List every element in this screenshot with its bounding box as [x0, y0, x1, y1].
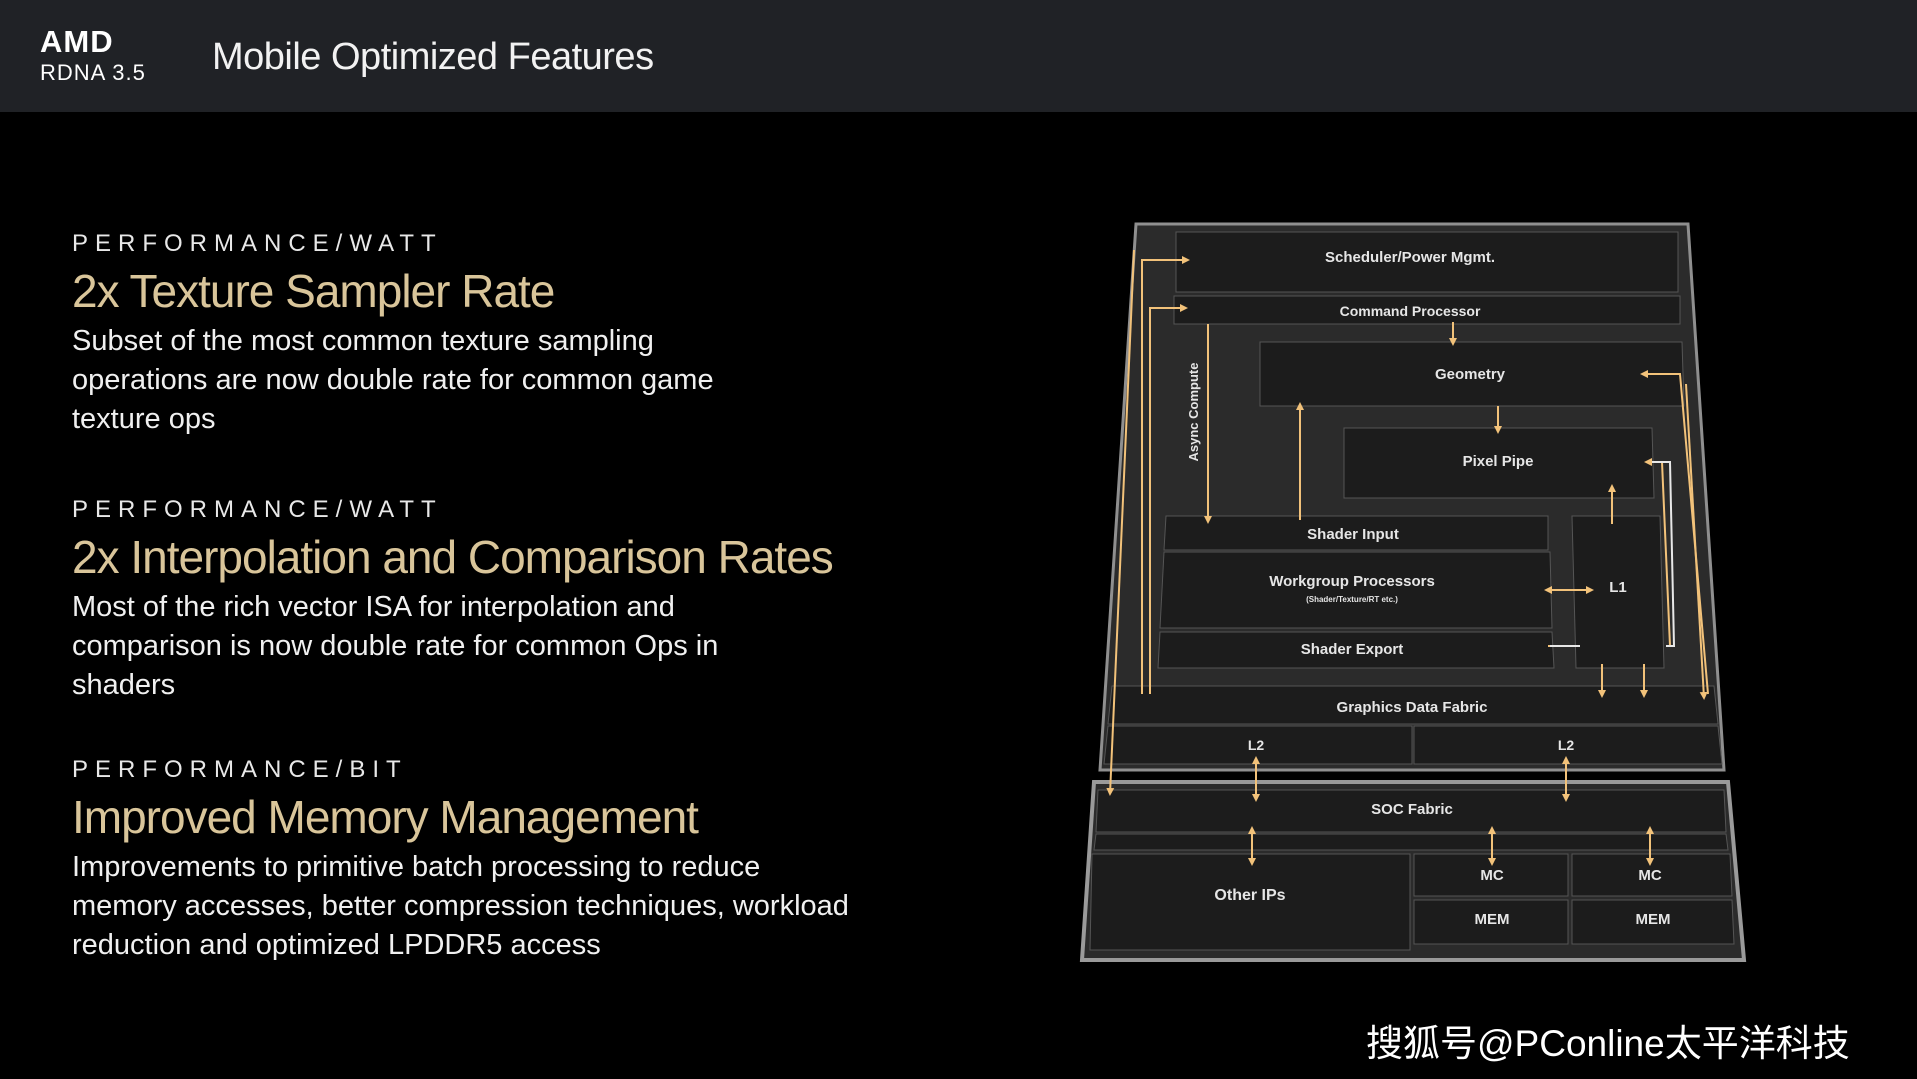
geometry-block: [1259, 341, 1685, 407]
feature-headline: Improved Memory Management: [72, 791, 699, 843]
geometry-label: Geometry: [1435, 366, 1506, 383]
logo-brand: AMD: [40, 24, 114, 59]
shader-export-block: [1157, 631, 1555, 669]
shader-input-label: Shader Input: [1307, 526, 1399, 543]
watermark: 搜狐号@PConline太平洋科技: [1366, 1023, 1850, 1064]
feature-texture-sampler: PERFORMANCE/WATT 2x Texture Sampler Rate…: [72, 230, 892, 439]
feature-description: Improvements to primitive batch processi…: [72, 851, 849, 961]
feature-headline: 2x Interpolation and Comparison Rates: [72, 531, 834, 583]
mem-right-block: [1571, 899, 1735, 945]
mc-right-label: MC: [1638, 867, 1661, 884]
mc-left-label: MC: [1480, 867, 1503, 884]
async-compute-label: Async Compute: [1186, 363, 1201, 462]
arrow-to-command-processor: [1149, 304, 1188, 694]
l2-left-label: L2: [1248, 737, 1265, 753]
arrow-fabric-to-geometry: [1640, 370, 1709, 695]
scheduler-label: Scheduler/Power Mgmt.: [1325, 249, 1495, 266]
l1-to-pixel-pipe-connector: [1652, 461, 1676, 647]
other-ips-label: Other IPs: [1214, 887, 1285, 904]
other-ips-block: [1089, 853, 1411, 951]
mem-left-block: [1413, 899, 1569, 945]
feature-kicker: PERFORMANCE/WATT: [72, 496, 443, 523]
shader-input-block: [1163, 515, 1549, 551]
feature-memory-management: PERFORMANCE/BIT Improved Memory Manageme…: [72, 756, 892, 965]
mc-left-block: [1413, 853, 1569, 897]
graphics-data-fabric-block: [1107, 685, 1719, 725]
gpu-block-diagram: Scheduler/Power Mgmt. Command Processor …: [1079, 222, 1747, 962]
mem-right-label: MEM: [1636, 911, 1671, 928]
feature-headline: 2x Texture Sampler Rate: [72, 265, 555, 317]
l1-cache-block: [1571, 515, 1665, 669]
feature-description: Most of the rich vector ISA for interpol…: [72, 591, 719, 701]
command-processor-block: [1173, 295, 1681, 325]
feature-description: Subset of the most common texture sampli…: [72, 325, 714, 435]
soc-fabric-label: SOC Fabric: [1371, 801, 1453, 818]
workgroup-sub-label: (Shader/Texture/RT etc.): [1306, 595, 1398, 604]
l2-cache-right: [1413, 725, 1723, 765]
logo-product: RDNA 3.5: [40, 60, 146, 85]
workgroup-processors-label: Workgroup Processors: [1269, 573, 1435, 590]
pixel-pipe-label: Pixel Pipe: [1463, 453, 1534, 470]
feature-interpolation: PERFORMANCE/WATT 2x Interpolation and Co…: [72, 496, 892, 705]
l2-right-label: L2: [1558, 737, 1575, 753]
arrow-left-down: [1106, 249, 1135, 796]
pixel-pipe-block: [1343, 427, 1655, 499]
scheduler-block: [1175, 231, 1679, 293]
workgroup-processors-block: [1159, 551, 1553, 629]
slide-header: AMD RDNA 3.5 Mobile Optimized Features: [0, 0, 1917, 112]
feature-kicker: PERFORMANCE/BIT: [72, 756, 408, 783]
page-title: Mobile Optimized Features: [212, 36, 654, 78]
l2-cache-left: [1103, 725, 1413, 765]
shader-export-label: Shader Export: [1301, 641, 1404, 658]
white-connectors: [1550, 461, 1676, 647]
graphics-data-fabric-label: Graphics Data Fabric: [1337, 699, 1488, 716]
amd-rdna-logo: AMD RDNA 3.5: [40, 26, 146, 86]
l1-label: L1: [1609, 579, 1627, 596]
command-processor-label: Command Processor: [1340, 303, 1481, 319]
flow-arrows: [1106, 249, 1709, 866]
soc-band: [1093, 833, 1729, 851]
mc-right-block: [1571, 853, 1733, 897]
arrow-right-down: [1685, 383, 1708, 700]
feature-kicker: PERFORMANCE/WATT: [72, 230, 443, 257]
mem-left-label: MEM: [1475, 911, 1510, 928]
arrow-to-scheduler: [1141, 256, 1190, 694]
